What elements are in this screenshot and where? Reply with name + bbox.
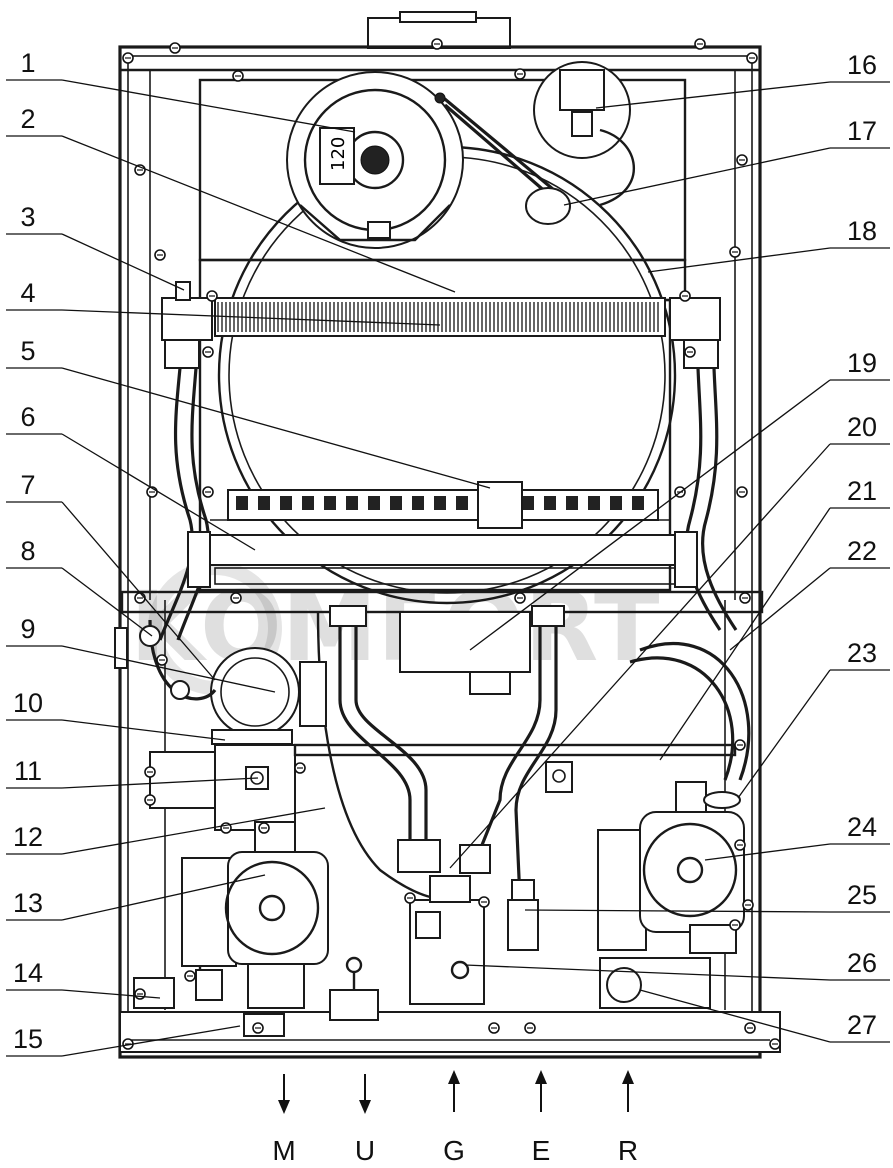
fan: 120 bbox=[286, 71, 464, 249]
port-R: R bbox=[618, 1070, 638, 1166]
callout-3: 3 bbox=[20, 202, 35, 232]
leader-3 bbox=[61, 233, 185, 291]
central-heating-pump bbox=[181, 821, 329, 1009]
leader-14 bbox=[61, 989, 161, 999]
callout-19: 19 bbox=[847, 348, 877, 378]
electrode bbox=[434, 92, 571, 225]
callout-8: 8 bbox=[20, 536, 35, 566]
port-G: G bbox=[443, 1070, 465, 1166]
pressure-gauge bbox=[599, 924, 737, 1009]
callout-1: 1 bbox=[20, 48, 35, 78]
callout-9: 9 bbox=[20, 614, 35, 644]
drain-tap bbox=[133, 969, 223, 1009]
leader-6 bbox=[61, 433, 256, 551]
burner bbox=[227, 481, 659, 529]
leader-10 bbox=[61, 719, 226, 741]
leader-8 bbox=[61, 567, 153, 637]
callout-6: 6 bbox=[20, 402, 35, 432]
callout-2: 2 bbox=[20, 104, 35, 134]
callout-11: 11 bbox=[14, 756, 42, 786]
leader-18 bbox=[647, 247, 831, 273]
leader-24 bbox=[704, 843, 831, 861]
port-M: M bbox=[272, 1074, 296, 1166]
leader-21 bbox=[659, 507, 831, 761]
water-pipes bbox=[316, 605, 565, 902]
callout-22: 22 bbox=[847, 536, 877, 566]
leader-4 bbox=[61, 309, 441, 326]
leader-12 bbox=[61, 807, 326, 855]
callout-20: 20 bbox=[847, 412, 877, 442]
leader-25 bbox=[524, 909, 831, 913]
leader-17 bbox=[563, 147, 831, 206]
callout-16: 16 bbox=[847, 50, 877, 80]
leader-7 bbox=[61, 501, 216, 681]
leader-11 bbox=[61, 777, 259, 789]
fan-plate-text: 120 bbox=[328, 137, 349, 171]
leader-9 bbox=[61, 645, 276, 693]
port-E: E bbox=[532, 1070, 551, 1166]
central-bracket bbox=[293, 743, 737, 793]
leader-16 bbox=[595, 81, 831, 109]
leader-2 bbox=[61, 135, 456, 293]
callout-24: 24 bbox=[847, 812, 877, 842]
callout-12: 12 bbox=[13, 822, 43, 852]
port-label-R: R bbox=[618, 1135, 638, 1166]
right-pump bbox=[597, 642, 751, 951]
callout-13: 13 bbox=[13, 888, 43, 918]
callout-17: 17 bbox=[847, 116, 877, 146]
callout-27: 27 bbox=[847, 1010, 877, 1040]
port-label-M: M bbox=[272, 1135, 295, 1166]
leader-19 bbox=[469, 379, 831, 651]
callout-23: 23 bbox=[847, 638, 877, 668]
leader-23 bbox=[737, 669, 831, 799]
flow-sensor bbox=[507, 879, 539, 951]
callout-18: 18 bbox=[847, 216, 877, 246]
gas-valve bbox=[397, 839, 491, 1005]
leader-1 bbox=[61, 79, 356, 133]
air-pressure-switch bbox=[533, 61, 636, 207]
leader-20 bbox=[449, 443, 831, 869]
leader-27 bbox=[639, 989, 831, 1043]
heat-exchanger bbox=[161, 281, 721, 369]
callout-10: 10 bbox=[13, 688, 43, 718]
callout-14: 14 bbox=[13, 958, 43, 988]
callout-26: 26 bbox=[847, 948, 877, 978]
callout-7: 7 bbox=[20, 470, 35, 500]
three-way-valve bbox=[148, 619, 327, 745]
callout-5: 5 bbox=[20, 336, 35, 366]
leader-22 bbox=[729, 567, 831, 651]
callout-4: 4 bbox=[20, 278, 35, 308]
port-label-U: U bbox=[355, 1135, 375, 1166]
leader-26 bbox=[464, 964, 831, 981]
callout-labels: 1234567891011121314151617181920212223242… bbox=[13, 48, 877, 1054]
callout-15: 15 bbox=[13, 1024, 43, 1054]
port-U: U bbox=[355, 1074, 375, 1166]
leader-13 bbox=[61, 874, 266, 921]
port-label-G: G bbox=[443, 1135, 465, 1166]
leader-5 bbox=[61, 367, 491, 489]
leader-15 bbox=[61, 1025, 241, 1057]
screws bbox=[122, 38, 781, 1050]
leader-lines bbox=[6, 79, 890, 1057]
callout-21: 21 bbox=[847, 476, 877, 506]
burner-manifold bbox=[187, 531, 698, 588]
callout-25: 25 bbox=[847, 880, 877, 910]
port-label-E: E bbox=[532, 1135, 551, 1166]
